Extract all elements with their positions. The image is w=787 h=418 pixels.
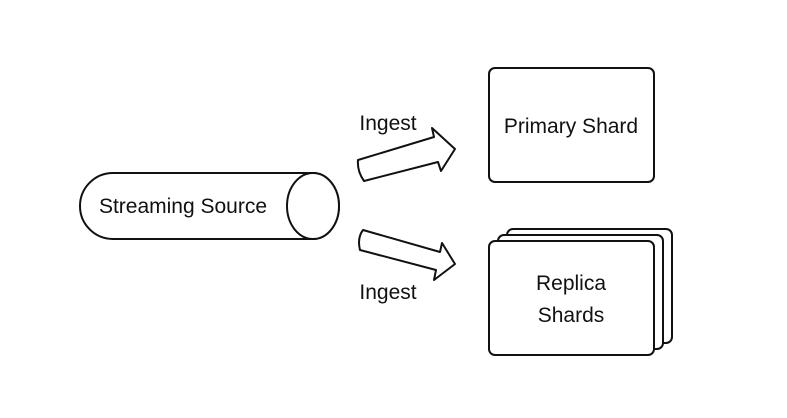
- ingest-label-lower: Ingest: [359, 281, 416, 304]
- ingest-label-upper: Ingest: [359, 112, 416, 135]
- primary-shard-box: [488, 67, 655, 183]
- replica-stack-front: [488, 240, 655, 356]
- streaming-source-node[interactable]: Streaming Source: [79, 172, 340, 240]
- replica-shards-label-line2: Shards: [538, 304, 605, 327]
- streaming-source-label: Streaming Source: [99, 195, 267, 218]
- replica-shards-node[interactable]: Replica Shards: [488, 228, 673, 356]
- replica-shards-label-line1: Replica: [536, 272, 606, 295]
- ingest-arrow-to-primary[interactable]: Ingest: [356, 112, 456, 182]
- ingest-arrow-to-replica[interactable]: Ingest: [358, 229, 456, 304]
- cylinder-cap: [286, 172, 340, 240]
- primary-shard-label: Primary Shard: [504, 115, 638, 138]
- upper-arrow-icon: [356, 127, 456, 182]
- lower-arrow-icon: [358, 229, 456, 281]
- primary-shard-node[interactable]: Primary Shard: [488, 67, 655, 183]
